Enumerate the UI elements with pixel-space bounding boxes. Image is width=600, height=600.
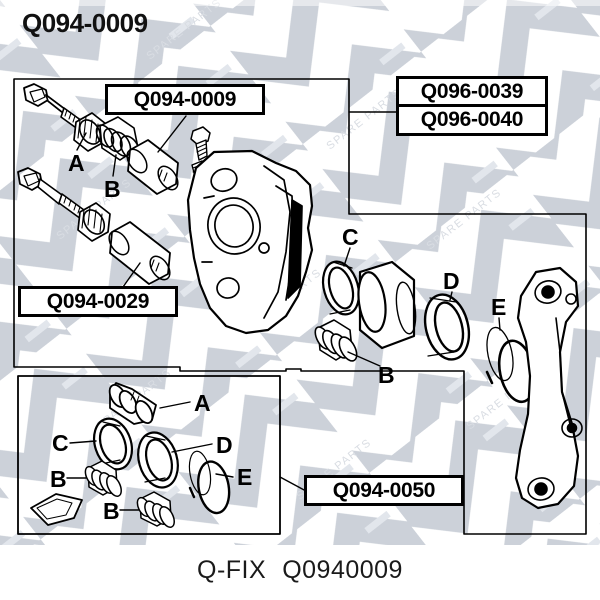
- callout-label-main-c: C: [342, 224, 359, 250]
- part-number-box-pad-1[interactable]: Q096-0039: [396, 76, 548, 106]
- callout-label-main-a: A: [68, 150, 85, 176]
- page-title: Q094-0009: [22, 8, 148, 38]
- part-number-box-sleeve[interactable]: Q094-0029: [18, 286, 178, 317]
- footer-code: Q0940009: [282, 556, 403, 584]
- callout-label-main-e: E: [491, 294, 507, 320]
- footer-brand: Q-FIX: [197, 556, 267, 584]
- callout-label-inset-b-bottom: B: [103, 498, 120, 524]
- callout-label-inset-d: D: [216, 432, 233, 458]
- callout-label-main-d: D: [443, 268, 460, 294]
- callout-label-main-b-upper: B: [104, 176, 121, 202]
- callout-label-inset-e: E: [237, 464, 253, 490]
- callout-label-inset-c: C: [52, 430, 69, 456]
- callout-label-inset-a: A: [194, 390, 211, 416]
- callout-label-inset-b-left: B: [50, 466, 67, 492]
- footer: Q-FIX Q0940009: [0, 556, 600, 585]
- callout-label-main-b-lower: B: [378, 362, 395, 388]
- part-number-box-pad-2[interactable]: Q096-0040: [396, 106, 548, 136]
- part-number-box-repair-kit[interactable]: Q094-0050: [304, 475, 464, 506]
- part-number-box-main-guide[interactable]: Q094-0009: [105, 84, 265, 115]
